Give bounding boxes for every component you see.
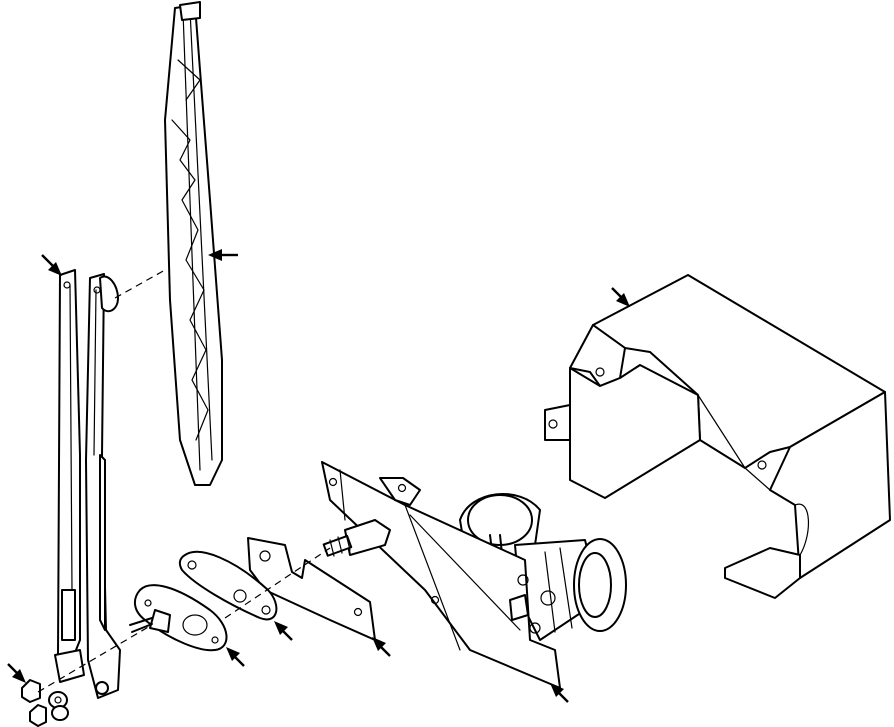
washer-lower — [51, 705, 69, 721]
wiper-blade — [164, 1, 223, 486]
callout-arrow-nut — [7, 663, 26, 683]
callout-arrow-bracket-plate — [550, 683, 569, 703]
nut — [21, 679, 41, 703]
assembly-lines — [37, 269, 331, 693]
callout-arrows — [7, 249, 630, 703]
callout-arrow-wiper-arm — [41, 254, 62, 276]
callout-arrow-gasket — [274, 621, 293, 641]
callout-arrow-motor-cover — [611, 287, 630, 307]
gasket — [178, 550, 278, 621]
motor-cover — [544, 274, 891, 599]
callout-arrow-wiper-blade — [208, 249, 238, 261]
nut-lower — [29, 704, 47, 727]
callout-arrow-drive-pivot — [226, 647, 245, 667]
bracket-plate — [321, 461, 561, 689]
drive-pivot — [129, 584, 228, 652]
callout-arrow-shim-plate — [372, 637, 391, 657]
wiper-arm — [54, 269, 121, 699]
